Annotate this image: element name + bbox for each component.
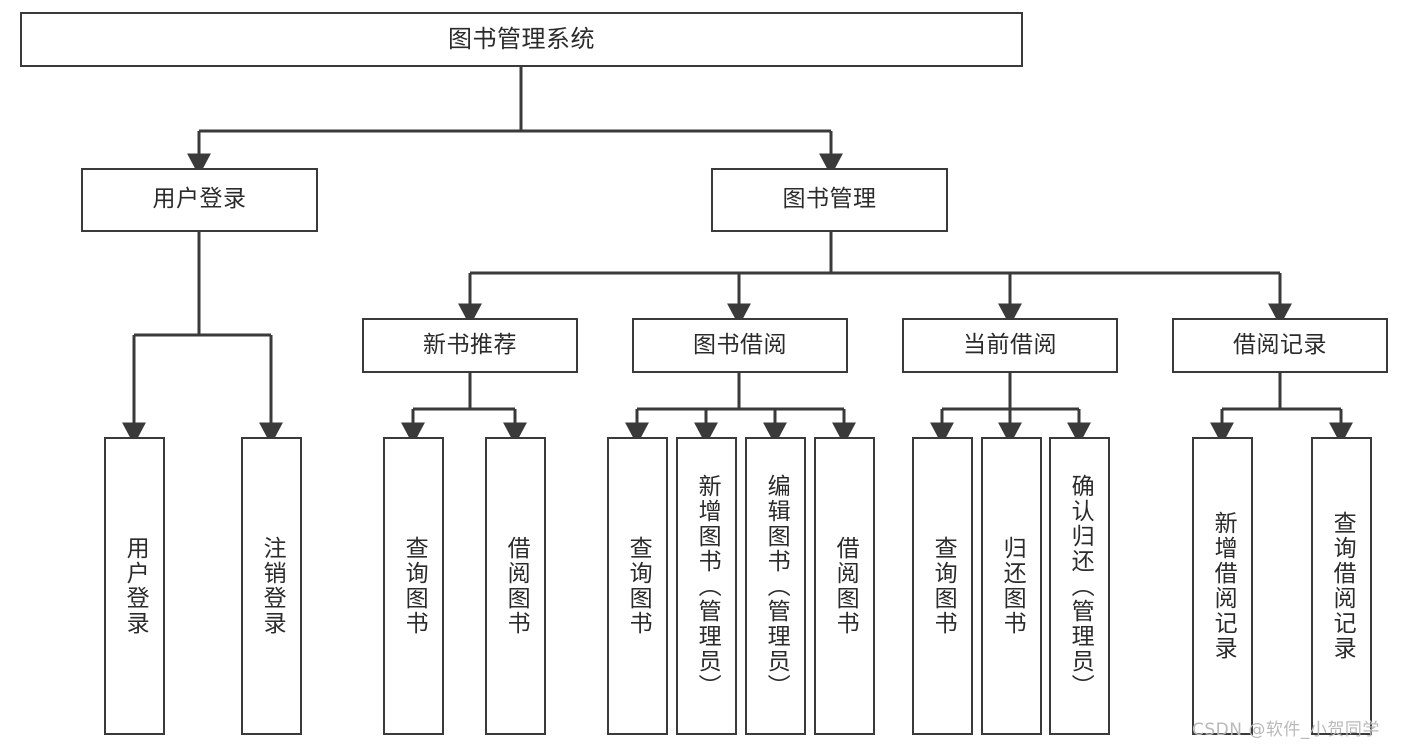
node-leaf-confirm-return[interactable]: 确认归还（管理员） bbox=[1049, 437, 1110, 735]
node-leaf-edit-book[interactable]: 编辑图书（管理员） bbox=[745, 437, 806, 735]
node-root[interactable]: 图书管理系统 bbox=[20, 12, 1023, 67]
node-user-login-label: 用户登录 bbox=[152, 186, 247, 213]
node-leaf-borrow-book-1[interactable]: 借阅图书 bbox=[485, 437, 546, 735]
node-leaf-query-record-label: 查询借阅记录 bbox=[1329, 511, 1356, 661]
node-current-borrow-label: 当前借阅 bbox=[963, 331, 1057, 358]
node-leaf-query-book-2[interactable]: 查询图书 bbox=[607, 437, 668, 735]
csdn-watermark: CSDN @软件_小贺同学 bbox=[1192, 720, 1380, 740]
node-book-manage[interactable]: 图书管理 bbox=[711, 168, 948, 232]
node-book-manage-label: 图书管理 bbox=[782, 186, 877, 213]
node-leaf-logout-label: 注销登录 bbox=[259, 536, 286, 636]
node-leaf-add-book[interactable]: 新增图书（管理员） bbox=[676, 437, 737, 735]
node-borrow-record-label: 借阅记录 bbox=[1233, 331, 1327, 358]
node-user-login[interactable]: 用户登录 bbox=[81, 168, 318, 232]
node-new-book-recommend-label: 新书推荐 bbox=[423, 331, 517, 358]
node-leaf-return-book-label: 归还图书 bbox=[999, 536, 1026, 636]
node-leaf-add-book-label: 新增图书（管理员） bbox=[694, 473, 721, 699]
node-leaf-return-book[interactable]: 归还图书 bbox=[981, 437, 1042, 735]
node-leaf-borrow-book-2-label: 借阅图书 bbox=[832, 536, 859, 636]
node-leaf-query-book-3[interactable]: 查询图书 bbox=[912, 437, 973, 735]
node-borrow-record[interactable]: 借阅记录 bbox=[1172, 318, 1388, 373]
node-leaf-query-book-1-label: 查询图书 bbox=[401, 536, 428, 636]
node-leaf-user-login-label: 用户登录 bbox=[122, 536, 149, 636]
node-leaf-query-book-2-label: 查询图书 bbox=[625, 536, 652, 636]
node-leaf-logout[interactable]: 注销登录 bbox=[241, 437, 302, 735]
node-new-book-recommend[interactable]: 新书推荐 bbox=[362, 318, 578, 373]
node-book-borrow[interactable]: 图书借阅 bbox=[632, 318, 848, 373]
node-leaf-borrow-book-2[interactable]: 借阅图书 bbox=[814, 437, 875, 735]
node-leaf-add-record[interactable]: 新增借阅记录 bbox=[1192, 437, 1253, 735]
node-current-borrow[interactable]: 当前借阅 bbox=[902, 318, 1118, 373]
node-leaf-confirm-return-label: 确认归还（管理员） bbox=[1067, 473, 1094, 699]
node-leaf-query-record[interactable]: 查询借阅记录 bbox=[1311, 437, 1372, 735]
node-leaf-add-record-label: 新增借阅记录 bbox=[1210, 511, 1237, 661]
node-book-borrow-label: 图书借阅 bbox=[693, 331, 787, 358]
node-leaf-edit-book-label: 编辑图书（管理员） bbox=[763, 473, 790, 699]
node-leaf-query-book-1[interactable]: 查询图书 bbox=[383, 437, 444, 735]
node-leaf-query-book-3-label: 查询图书 bbox=[930, 536, 957, 636]
node-root-label: 图书管理系统 bbox=[448, 25, 595, 54]
node-leaf-user-login[interactable]: 用户登录 bbox=[104, 437, 165, 735]
node-leaf-borrow-book-1-label: 借阅图书 bbox=[503, 536, 530, 636]
